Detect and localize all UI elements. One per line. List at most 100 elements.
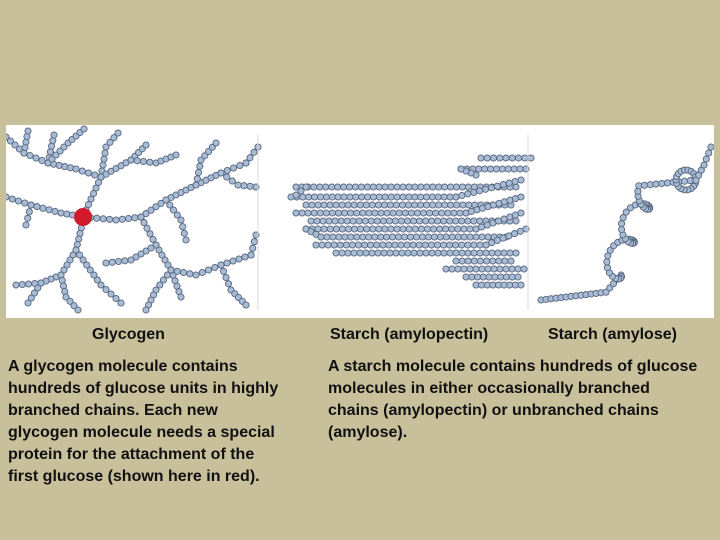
glucose-bead <box>452 193 460 201</box>
glucose-bead <box>393 225 401 233</box>
glucose-bead <box>440 193 448 201</box>
glucose-bead <box>508 265 516 273</box>
glucose-bead <box>460 225 468 233</box>
glucose-bead <box>399 183 407 191</box>
glucose-bead <box>465 201 473 209</box>
glucose-bead <box>340 183 348 191</box>
glucose-bead <box>417 201 425 209</box>
glucose-bead <box>163 271 171 279</box>
glucose-bead <box>435 201 443 209</box>
glucose-bead <box>112 294 120 303</box>
glucose-bead <box>328 183 336 191</box>
glucose-bead <box>476 257 484 265</box>
glucose-bead <box>308 201 316 209</box>
glucose-bead <box>527 154 535 162</box>
glucose-bead <box>475 165 483 173</box>
glucose-bead <box>326 201 334 209</box>
glucose-bead <box>118 215 126 223</box>
glucose-bead <box>417 183 425 191</box>
glucose-bead <box>521 154 529 162</box>
glucose-bead <box>448 265 456 273</box>
glucose-bead <box>37 279 45 287</box>
glucose-bead <box>326 225 334 233</box>
glucose-bead <box>458 217 466 225</box>
glucose-bead <box>334 183 342 191</box>
glucose-bead <box>464 190 472 198</box>
glucose-bead <box>107 290 115 298</box>
glucose-bead <box>399 225 407 233</box>
glucose-bead <box>246 182 254 190</box>
glucose-bead <box>393 193 401 201</box>
glucose-bead <box>499 181 507 189</box>
glucose-bead <box>391 217 399 225</box>
glucose-bead <box>127 256 135 264</box>
glucose-bead <box>146 158 154 166</box>
glucose-bead <box>517 281 525 289</box>
glucose-bead <box>363 183 371 191</box>
glucose-bead <box>492 165 501 173</box>
glucose-bead <box>476 217 484 225</box>
glucose-bead <box>8 195 16 203</box>
glucose-bead <box>516 165 524 173</box>
glucose-bead <box>192 181 200 189</box>
glucose-bead <box>377 209 385 217</box>
glucose-bead <box>320 225 328 233</box>
glucose-bead <box>219 267 228 275</box>
glucose-bead <box>646 181 654 189</box>
glucose-bead <box>217 261 225 269</box>
glucose-bead <box>493 182 501 190</box>
glucose-bead <box>367 217 375 225</box>
glucose-bead <box>391 241 399 249</box>
glucose-bead <box>389 233 397 241</box>
glucose-bead <box>457 165 465 173</box>
glucose-bead <box>131 214 139 222</box>
glucose-bead <box>434 193 442 201</box>
glucose-bead <box>418 233 427 241</box>
glucose-bead <box>354 241 363 249</box>
glucose-bead <box>186 270 194 278</box>
glucose-bead <box>101 149 109 157</box>
glucose-bead <box>477 154 485 162</box>
glucose-bead <box>351 225 359 233</box>
glucose-bead <box>379 217 387 225</box>
glucose-bead <box>373 241 381 249</box>
glucose-bead <box>83 261 91 269</box>
glucose-bead <box>702 155 710 163</box>
glucose-bead <box>177 293 185 301</box>
glucose-bead <box>508 154 516 162</box>
glucose-bead <box>447 201 455 209</box>
glucose-bead <box>155 246 163 254</box>
glucose-bead <box>385 241 393 249</box>
glucose-bead <box>91 171 99 179</box>
glucose-bead <box>444 209 452 217</box>
glucose-bead <box>458 183 467 191</box>
glucose-bead <box>38 156 46 165</box>
glucose-bead <box>367 241 375 249</box>
glucose-bead <box>383 209 391 217</box>
glucose-bead <box>441 183 449 191</box>
glucose-bead <box>229 257 237 265</box>
glucose-bead <box>223 173 231 181</box>
glucose-bead <box>464 183 472 191</box>
glucose-bead <box>481 185 490 193</box>
glucose-bead <box>316 193 325 201</box>
glucose-bead <box>229 164 238 172</box>
glucose-bead <box>514 154 523 162</box>
glucose-bead <box>50 131 58 139</box>
glucose-bead <box>179 223 187 231</box>
glucose-bead <box>442 225 450 233</box>
glucose-bead <box>371 233 379 241</box>
glucose-bead <box>392 249 400 257</box>
glucose-bead <box>476 249 484 257</box>
glucose-bead <box>464 241 472 249</box>
glucose-bead <box>399 193 407 201</box>
glucose-bead <box>117 299 125 307</box>
glucose-bead <box>173 211 181 219</box>
glucose-bead <box>421 241 429 249</box>
glucose-bead <box>228 177 236 185</box>
glucose-bead <box>432 209 440 217</box>
glucose-bead <box>470 257 478 265</box>
glucose-bead <box>489 154 498 162</box>
glucose-bead <box>681 177 689 185</box>
glucose-bead <box>152 203 160 211</box>
